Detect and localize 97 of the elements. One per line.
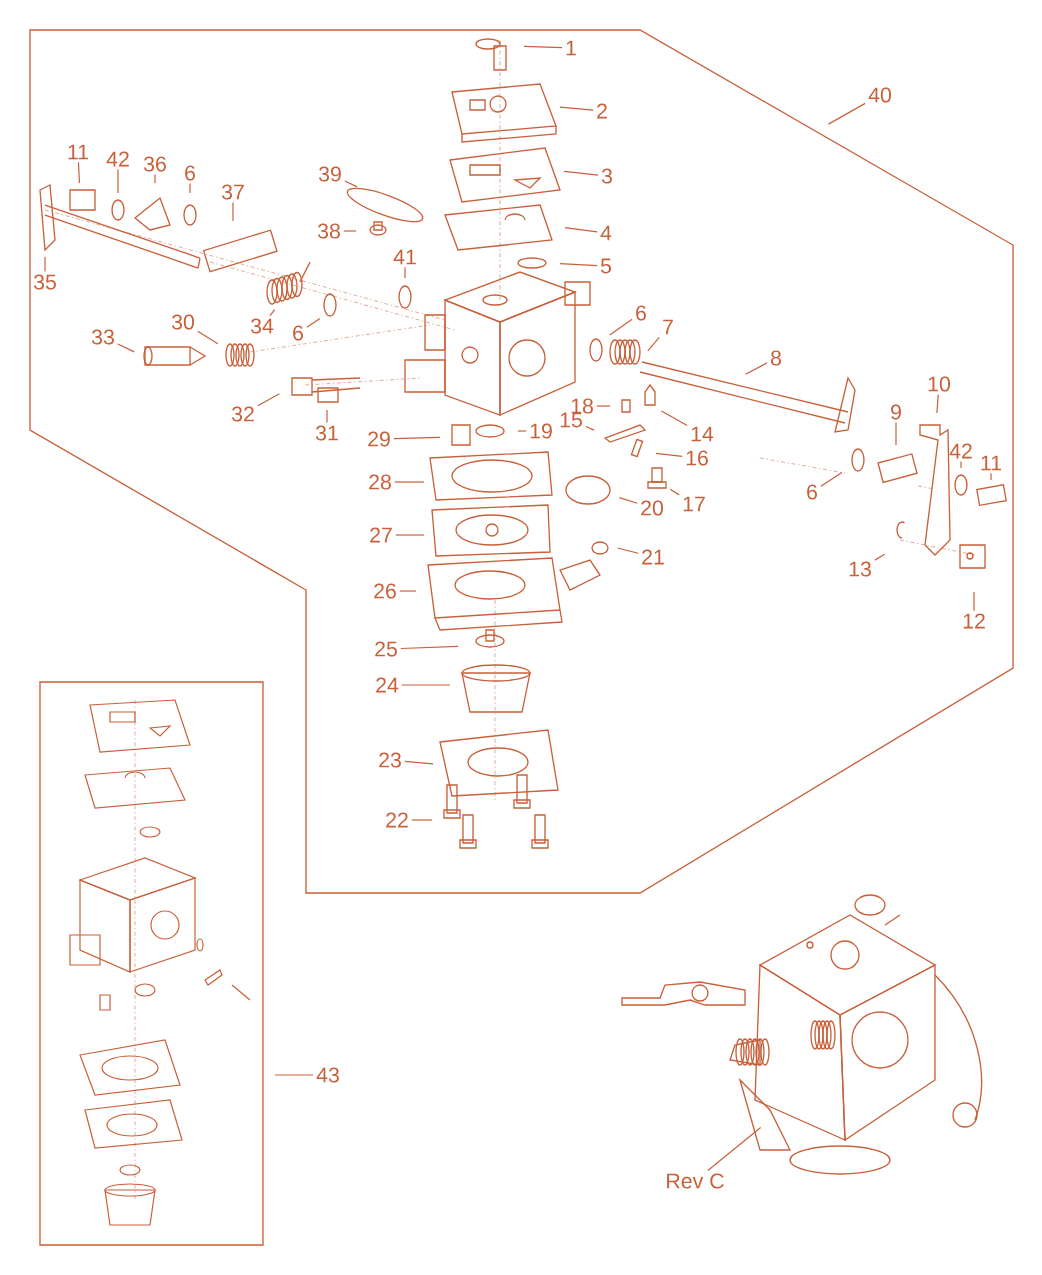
leader-line [117, 343, 135, 353]
callout-number: 23 [379, 752, 401, 768]
leader-line [393, 436, 441, 440]
callout-number: 18 [571, 398, 593, 414]
callout-number: 8 [771, 350, 781, 366]
callout-number: 16 [686, 450, 708, 466]
callout-number: 38 [317, 223, 340, 239]
leader-line [232, 201, 234, 222]
leader-line [401, 684, 451, 686]
leader-line [399, 590, 417, 592]
leader-line [326, 409, 328, 424]
leader-line [517, 430, 527, 432]
callout-number: 7 [663, 319, 673, 335]
leader-line [609, 318, 633, 336]
callout-number: 19 [530, 423, 552, 439]
leader-line [344, 180, 358, 188]
leader-line [197, 330, 219, 345]
callout-number: 40 [868, 87, 891, 103]
leader-line [973, 591, 975, 612]
leader-line [44, 256, 46, 273]
leader-line [257, 393, 281, 407]
leader-line [895, 421, 897, 446]
callout-number: 6 [807, 484, 817, 500]
leader-line [394, 481, 425, 483]
callout-number: 5 [600, 258, 611, 274]
callout-number: 36 [143, 156, 166, 172]
leader-line [820, 471, 843, 487]
leader-line [585, 425, 595, 431]
leader-line [154, 173, 156, 184]
callout-number: 37 [221, 184, 244, 200]
leader-line [827, 102, 866, 125]
leader-line [404, 266, 406, 279]
leader-line [874, 553, 886, 561]
leader-line [411, 819, 433, 821]
callout-number: 17 [683, 496, 705, 512]
leader-line [274, 1074, 314, 1076]
leader-line [77, 161, 81, 184]
callout-number: 32 [231, 406, 254, 422]
callout-number: 24 [376, 677, 399, 693]
callout-number: 6 [293, 325, 303, 341]
callout-number: 34 [250, 318, 274, 334]
leader-line [618, 497, 638, 504]
leader-line [523, 45, 563, 49]
leader-line [960, 460, 962, 469]
leader-line [559, 263, 598, 267]
callout-number: 10 [928, 376, 950, 392]
callout-number: 22 [386, 812, 408, 828]
leader-line [306, 318, 321, 328]
callout-number: 42 [949, 443, 972, 459]
leader-line [404, 760, 434, 765]
callout-number: 35 [33, 274, 56, 290]
callout-number: 30 [171, 314, 194, 330]
callout-number: 20 [641, 500, 663, 516]
revision-label: Rev C [667, 1173, 724, 1189]
callout-number: 12 [963, 613, 985, 629]
callout-number: 13 [849, 561, 871, 577]
callout-number: 31 [315, 425, 338, 441]
callout-number: 41 [393, 249, 416, 265]
callout-number: 27 [370, 527, 392, 543]
leader-line [563, 170, 599, 176]
callout-number: 4 [600, 225, 612, 241]
callout-number: 14 [691, 426, 714, 442]
leader-line [343, 230, 357, 232]
callout-number: 25 [375, 641, 397, 657]
callout-number: 11 [981, 455, 1001, 471]
leader-line [936, 393, 939, 414]
callout-number: 3 [601, 168, 612, 184]
leader-line [744, 362, 768, 375]
callout-number: 42 [106, 151, 129, 167]
callout-number: 6 [185, 165, 195, 181]
leader-line [117, 168, 119, 194]
callout-number: 28 [369, 474, 391, 490]
callout-number: 11 [68, 144, 88, 160]
callout-number: 39 [318, 166, 341, 182]
leader-line [655, 452, 683, 457]
callout-number: 26 [374, 583, 396, 599]
leader-line [189, 182, 191, 194]
callout-number: 43 [316, 1067, 339, 1083]
leader-line [660, 410, 688, 427]
leader-line [596, 405, 611, 407]
leader-line [395, 534, 425, 536]
leader-line [647, 336, 660, 352]
callout-number: 6 [636, 305, 646, 321]
callout-number: 29 [368, 431, 390, 447]
callout-number: 21 [642, 549, 664, 565]
leader-line [990, 472, 992, 481]
leader-line [400, 645, 459, 650]
leader-line [564, 227, 598, 233]
callout-number: 1 [566, 40, 576, 56]
leader-line [669, 488, 680, 496]
callout-number: 2 [597, 103, 607, 119]
leader-line [269, 308, 276, 317]
callout-number: 9 [891, 404, 901, 420]
leader-line [617, 547, 639, 554]
leader-line [707, 1127, 762, 1172]
callout-number: 33 [91, 329, 114, 345]
leader-line [559, 106, 594, 111]
